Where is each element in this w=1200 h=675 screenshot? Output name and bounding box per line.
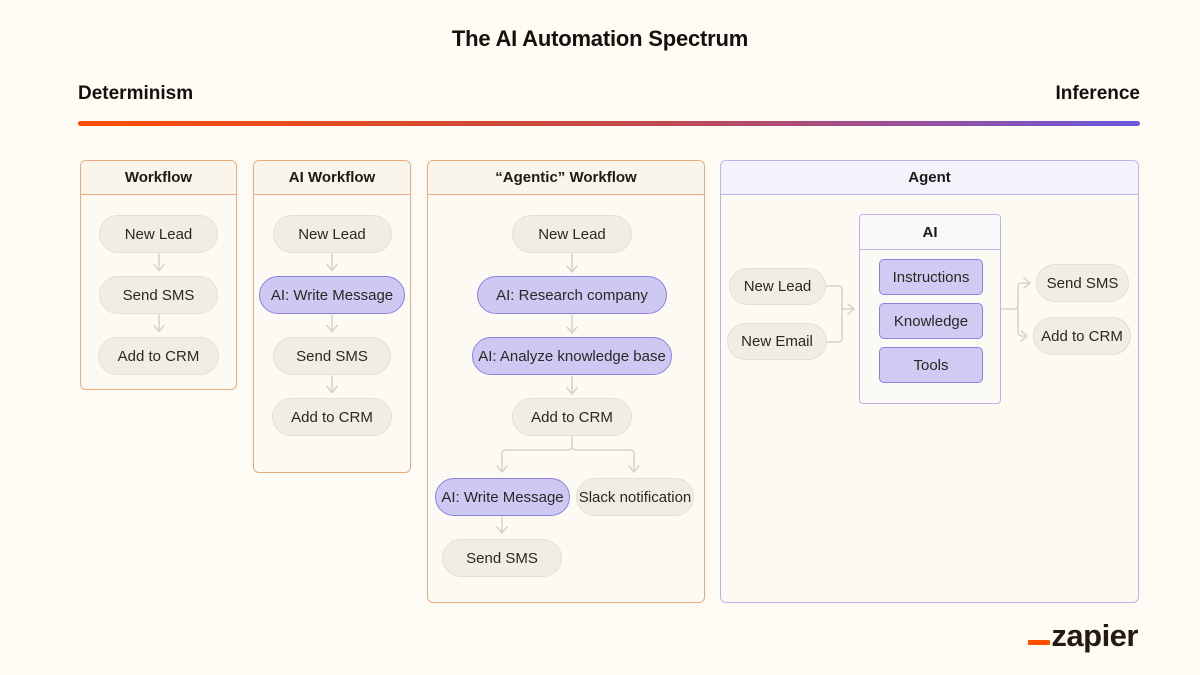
arrow-down-icon (566, 375, 578, 395)
arrow-down-icon (152, 314, 165, 333)
spectrum-right-label: Inference (1055, 83, 1140, 104)
arrow-down-icon (496, 516, 508, 534)
merge-connector (825, 285, 855, 343)
spectrum-left-label: Determinism (78, 83, 194, 104)
arrow-down-icon (326, 314, 338, 333)
action-add-to-crm: Add to CRM (1033, 317, 1131, 355)
panel-workflow: Workflow New Lead Send SMS Add to CRM (80, 160, 237, 390)
page-title: The AI Automation Spectrum (451, 26, 749, 51)
panel-agent-title: Agent (721, 161, 1138, 195)
panel-ai-workflow-title: AI Workflow (254, 161, 410, 195)
node-new-lead: New Lead (512, 215, 632, 253)
node-slack-notification: Slack notification (576, 478, 694, 516)
trigger-new-email: New Email (727, 323, 827, 360)
ai-box: AI Instructions Knowledge Tools (859, 214, 1001, 404)
ai-component-instructions: Instructions (879, 259, 983, 295)
ai-component-knowledge: Knowledge (879, 303, 983, 339)
panel-agent: Agent New Lead New Email AI Instructions… (720, 160, 1139, 603)
node-send-sms: Send SMS (273, 337, 391, 375)
panel-agentic-workflow: “Agentic” Workflow New Lead AI: Research… (427, 160, 705, 603)
node-add-to-crm: Add to CRM (512, 398, 632, 436)
node-ai-research-company: AI: Research company (477, 276, 667, 314)
node-ai-write-message: AI: Write Message (259, 276, 405, 314)
node-ai-write-message: AI: Write Message (435, 478, 570, 516)
node-new-lead: New Lead (272, 215, 392, 253)
spectrum-gradient-line (78, 121, 1140, 126)
arrow-down-icon (326, 375, 338, 394)
zapier-logo: zapier (1028, 618, 1138, 653)
ai-box-title: AI (860, 215, 1000, 250)
zapier-logo-underscore (1028, 640, 1051, 646)
arrow-down-icon (566, 253, 578, 273)
node-add-to-crm: Add to CRM (272, 398, 392, 436)
action-send-sms: Send SMS (1036, 264, 1129, 302)
zapier-logo-text: zapier (1051, 618, 1138, 653)
panel-ai-workflow-body: New Lead AI: Write Message Send SMS Add … (254, 195, 410, 436)
node-send-sms: Send SMS (442, 539, 562, 577)
panel-agentic-workflow-title: “Agentic” Workflow (428, 161, 704, 195)
arrow-down-icon (566, 314, 578, 334)
panel-workflow-title: Workflow (81, 161, 236, 195)
panel-workflow-body: New Lead Send SMS Add to CRM (81, 195, 236, 375)
ai-component-tools: Tools (879, 347, 983, 383)
branch-connector (496, 436, 640, 473)
node-ai-analyze-knowledge-base: AI: Analyze knowledge base (472, 337, 672, 375)
split-connector (1000, 277, 1031, 342)
node-new-lead: New Lead (99, 215, 218, 253)
panel-ai-workflow: AI Workflow New Lead AI: Write Message S… (253, 160, 411, 473)
node-add-to-crm: Add to CRM (98, 337, 219, 375)
arrow-down-icon (326, 253, 338, 272)
arrow-down-icon (152, 253, 165, 272)
trigger-new-lead: New Lead (729, 268, 826, 305)
node-send-sms: Send SMS (99, 276, 218, 314)
